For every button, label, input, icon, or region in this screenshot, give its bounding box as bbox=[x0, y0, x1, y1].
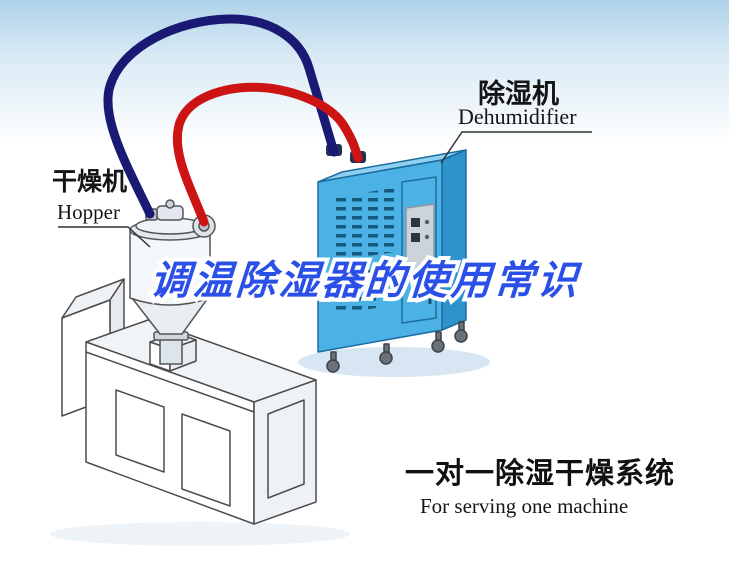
system-caption-cn: 一对一除湿干燥系统 bbox=[405, 456, 676, 490]
dry-air-hose bbox=[172, 82, 363, 227]
dehumidifier-label-en: Dehumidifier bbox=[458, 104, 577, 129]
vent-grille bbox=[330, 188, 394, 262]
system-caption-en: For serving one machine bbox=[420, 494, 629, 518]
hopper-label-en: Hopper bbox=[57, 200, 120, 224]
return-air-hose bbox=[103, 14, 339, 219]
caster-wheels bbox=[326, 321, 468, 373]
dehumidifier-leader-line bbox=[440, 131, 592, 164]
hopper-leader-line bbox=[58, 226, 151, 248]
page-title: 调温除湿器的使用常识 bbox=[148, 258, 581, 304]
hopper-label-cn: 干燥机 bbox=[52, 167, 128, 196]
dehumidifier-shadow bbox=[298, 347, 490, 377]
dehumidifier-label-cn: 除湿机 bbox=[478, 79, 559, 110]
page-title-text: 调温除湿器的使用常识 bbox=[148, 258, 582, 304]
extruder-shadow bbox=[50, 522, 350, 546]
